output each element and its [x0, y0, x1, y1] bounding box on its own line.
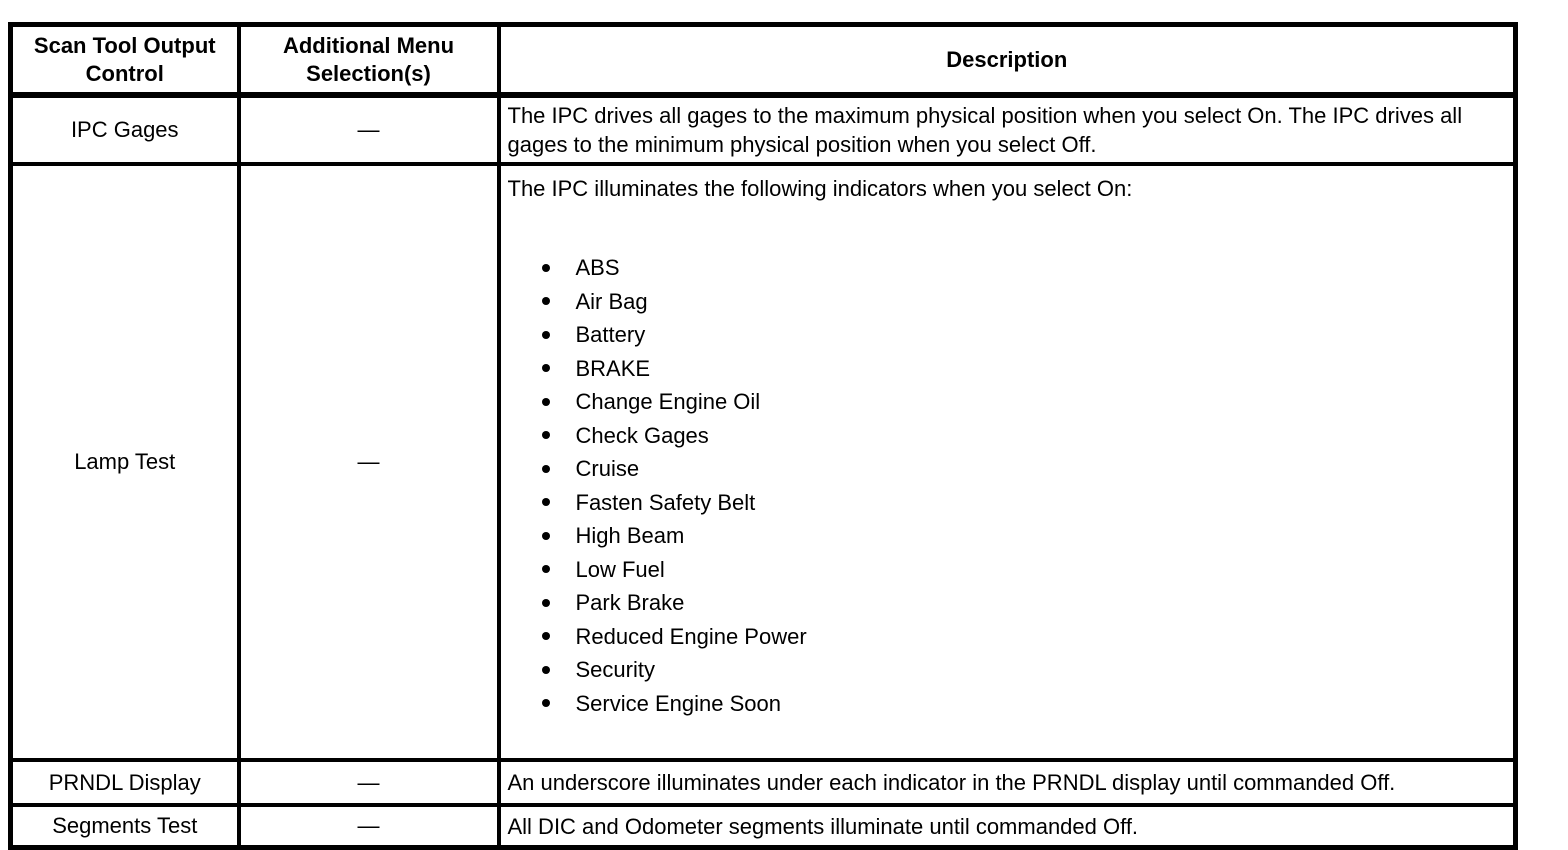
description-cell: All DIC and Odometer segments illuminate…: [496, 803, 1518, 850]
indicator-label: Park Brake: [575, 590, 685, 616]
list-item: Reduced Engine Power: [541, 620, 1504, 654]
list-item: Park Brake: [541, 586, 1504, 620]
menu-selection-cell: —: [236, 758, 501, 807]
control-cell: Lamp Test: [8, 162, 241, 762]
scan-tool-output-control-table-wrap: Scan Tool Output Control Additional Menu…: [8, 22, 1518, 850]
indicator-label: Low Fuel: [575, 556, 665, 582]
list-item: Check Gages: [541, 419, 1504, 453]
bullet-icon: [541, 297, 550, 306]
indicator-label: High Beam: [575, 523, 685, 549]
bullet-icon: [541, 531, 550, 540]
table-row-segments-test: Segments Test — All DIC and Odometer seg…: [8, 803, 1518, 850]
bullet-icon: [541, 330, 550, 339]
menu-selection-cell: —: [236, 93, 501, 166]
description-cell: The IPC drives all gages to the maximum …: [496, 93, 1518, 166]
description-intro: The IPC illuminates the following indica…: [507, 176, 1133, 201]
description-cell: An underscore illuminates under each ind…: [496, 758, 1518, 807]
bullet-icon: [541, 665, 550, 674]
control-cell: Segments Test: [8, 803, 241, 850]
list-item: BRAKE: [541, 352, 1504, 386]
table-header-row: Scan Tool Output Control Additional Menu…: [8, 22, 1518, 98]
indicator-label: ABS: [575, 255, 620, 281]
table-row-lamp-test: Lamp Test — The IPC illuminates the foll…: [8, 162, 1518, 762]
bullet-icon: [541, 397, 550, 406]
control-cell: IPC Gages: [8, 93, 241, 166]
description-cell: The IPC illuminates the following indica…: [496, 162, 1518, 762]
indicator-label: Fasten Safety Belt: [575, 489, 756, 515]
list-item: Security: [541, 653, 1504, 687]
indicator-label: Change Engine Oil: [575, 389, 761, 415]
indicator-label: Security: [575, 657, 655, 683]
bullet-icon: [541, 565, 550, 574]
indicator-label: Air Bag: [575, 288, 648, 314]
column-header-additional-menu-selections: Additional Menu Selection(s): [236, 22, 501, 98]
column-header-description: Description: [496, 22, 1518, 98]
indicator-list: ABS Air Bag Battery BRAKE Change Engine …: [541, 251, 1504, 721]
menu-selection-cell: —: [236, 162, 501, 762]
indicator-label: Reduced Engine Power: [575, 623, 807, 649]
bullet-icon: [541, 263, 550, 272]
list-item: Service Engine Soon: [541, 687, 1504, 721]
scan-tool-output-control-table: Scan Tool Output Control Additional Menu…: [8, 22, 1518, 850]
bullet-icon: [541, 431, 550, 440]
list-item: High Beam: [541, 519, 1504, 553]
list-item: Battery: [541, 318, 1504, 352]
menu-selection-cell: —: [236, 803, 501, 850]
bullet-icon: [541, 699, 550, 708]
list-item: ABS: [541, 251, 1504, 285]
bullet-icon: [541, 598, 550, 607]
bullet-icon: [541, 464, 550, 473]
indicator-label: Battery: [575, 322, 646, 348]
indicator-label: Cruise: [575, 456, 640, 482]
indicator-label: BRAKE: [575, 355, 651, 381]
list-item: Low Fuel: [541, 553, 1504, 587]
bullet-icon: [541, 632, 550, 641]
list-item: Fasten Safety Belt: [541, 486, 1504, 520]
list-item: Air Bag: [541, 285, 1504, 319]
list-item: Change Engine Oil: [541, 385, 1504, 419]
bullet-icon: [541, 498, 550, 507]
indicator-label: Service Engine Soon: [575, 690, 781, 716]
table-row-ipc-gages: IPC Gages — The IPC drives all gages to …: [8, 93, 1518, 166]
list-item: Cruise: [541, 452, 1504, 486]
indicator-label: Check Gages: [575, 422, 709, 448]
bullet-icon: [541, 364, 550, 373]
table-row-prndl-display: PRNDL Display — An underscore illuminate…: [8, 758, 1518, 807]
column-header-scan-tool-output-control: Scan Tool Output Control: [8, 22, 241, 98]
control-cell: PRNDL Display: [8, 758, 241, 807]
